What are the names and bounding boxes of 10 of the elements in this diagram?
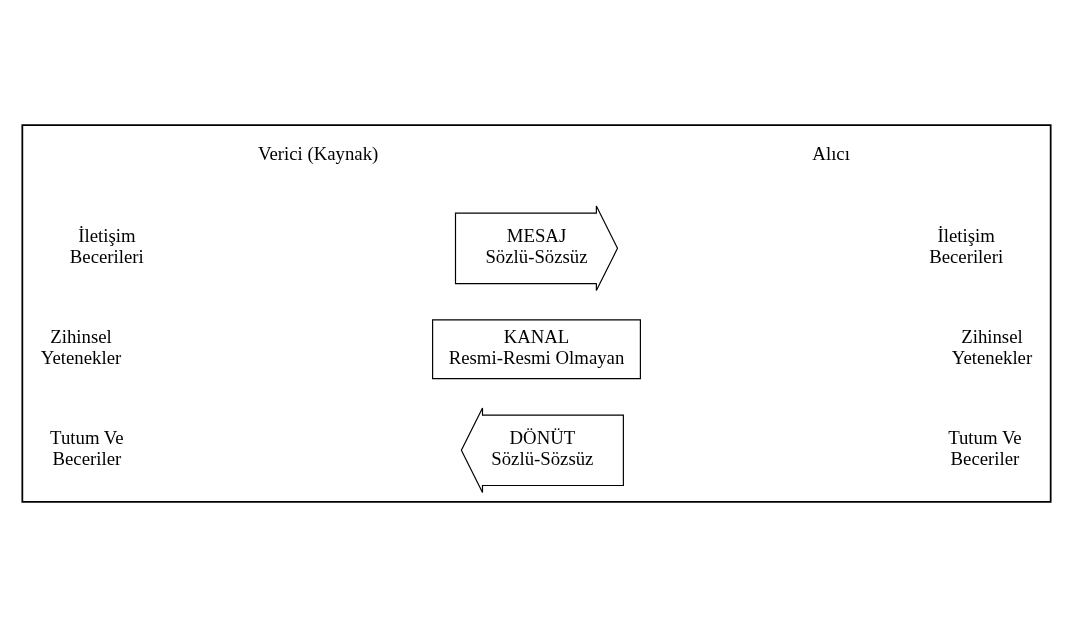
label: Tutum Ve Beceriler xyxy=(948,426,1022,469)
label: İletişim Becerileri xyxy=(929,224,1004,267)
label: Zihinsel Yetenekler xyxy=(40,325,122,368)
label: Zihinsel Yetenekler xyxy=(951,325,1033,368)
label: İletişim Becerileri xyxy=(69,224,144,267)
node-box: KANAL Resmi-Resmi Olmayan xyxy=(432,318,641,379)
cluster xyxy=(21,123,1052,503)
label: Tutum Ve Beceriler xyxy=(50,426,124,469)
label: Verici (Kaynak) xyxy=(257,142,379,164)
label: Alıcı xyxy=(812,142,850,164)
